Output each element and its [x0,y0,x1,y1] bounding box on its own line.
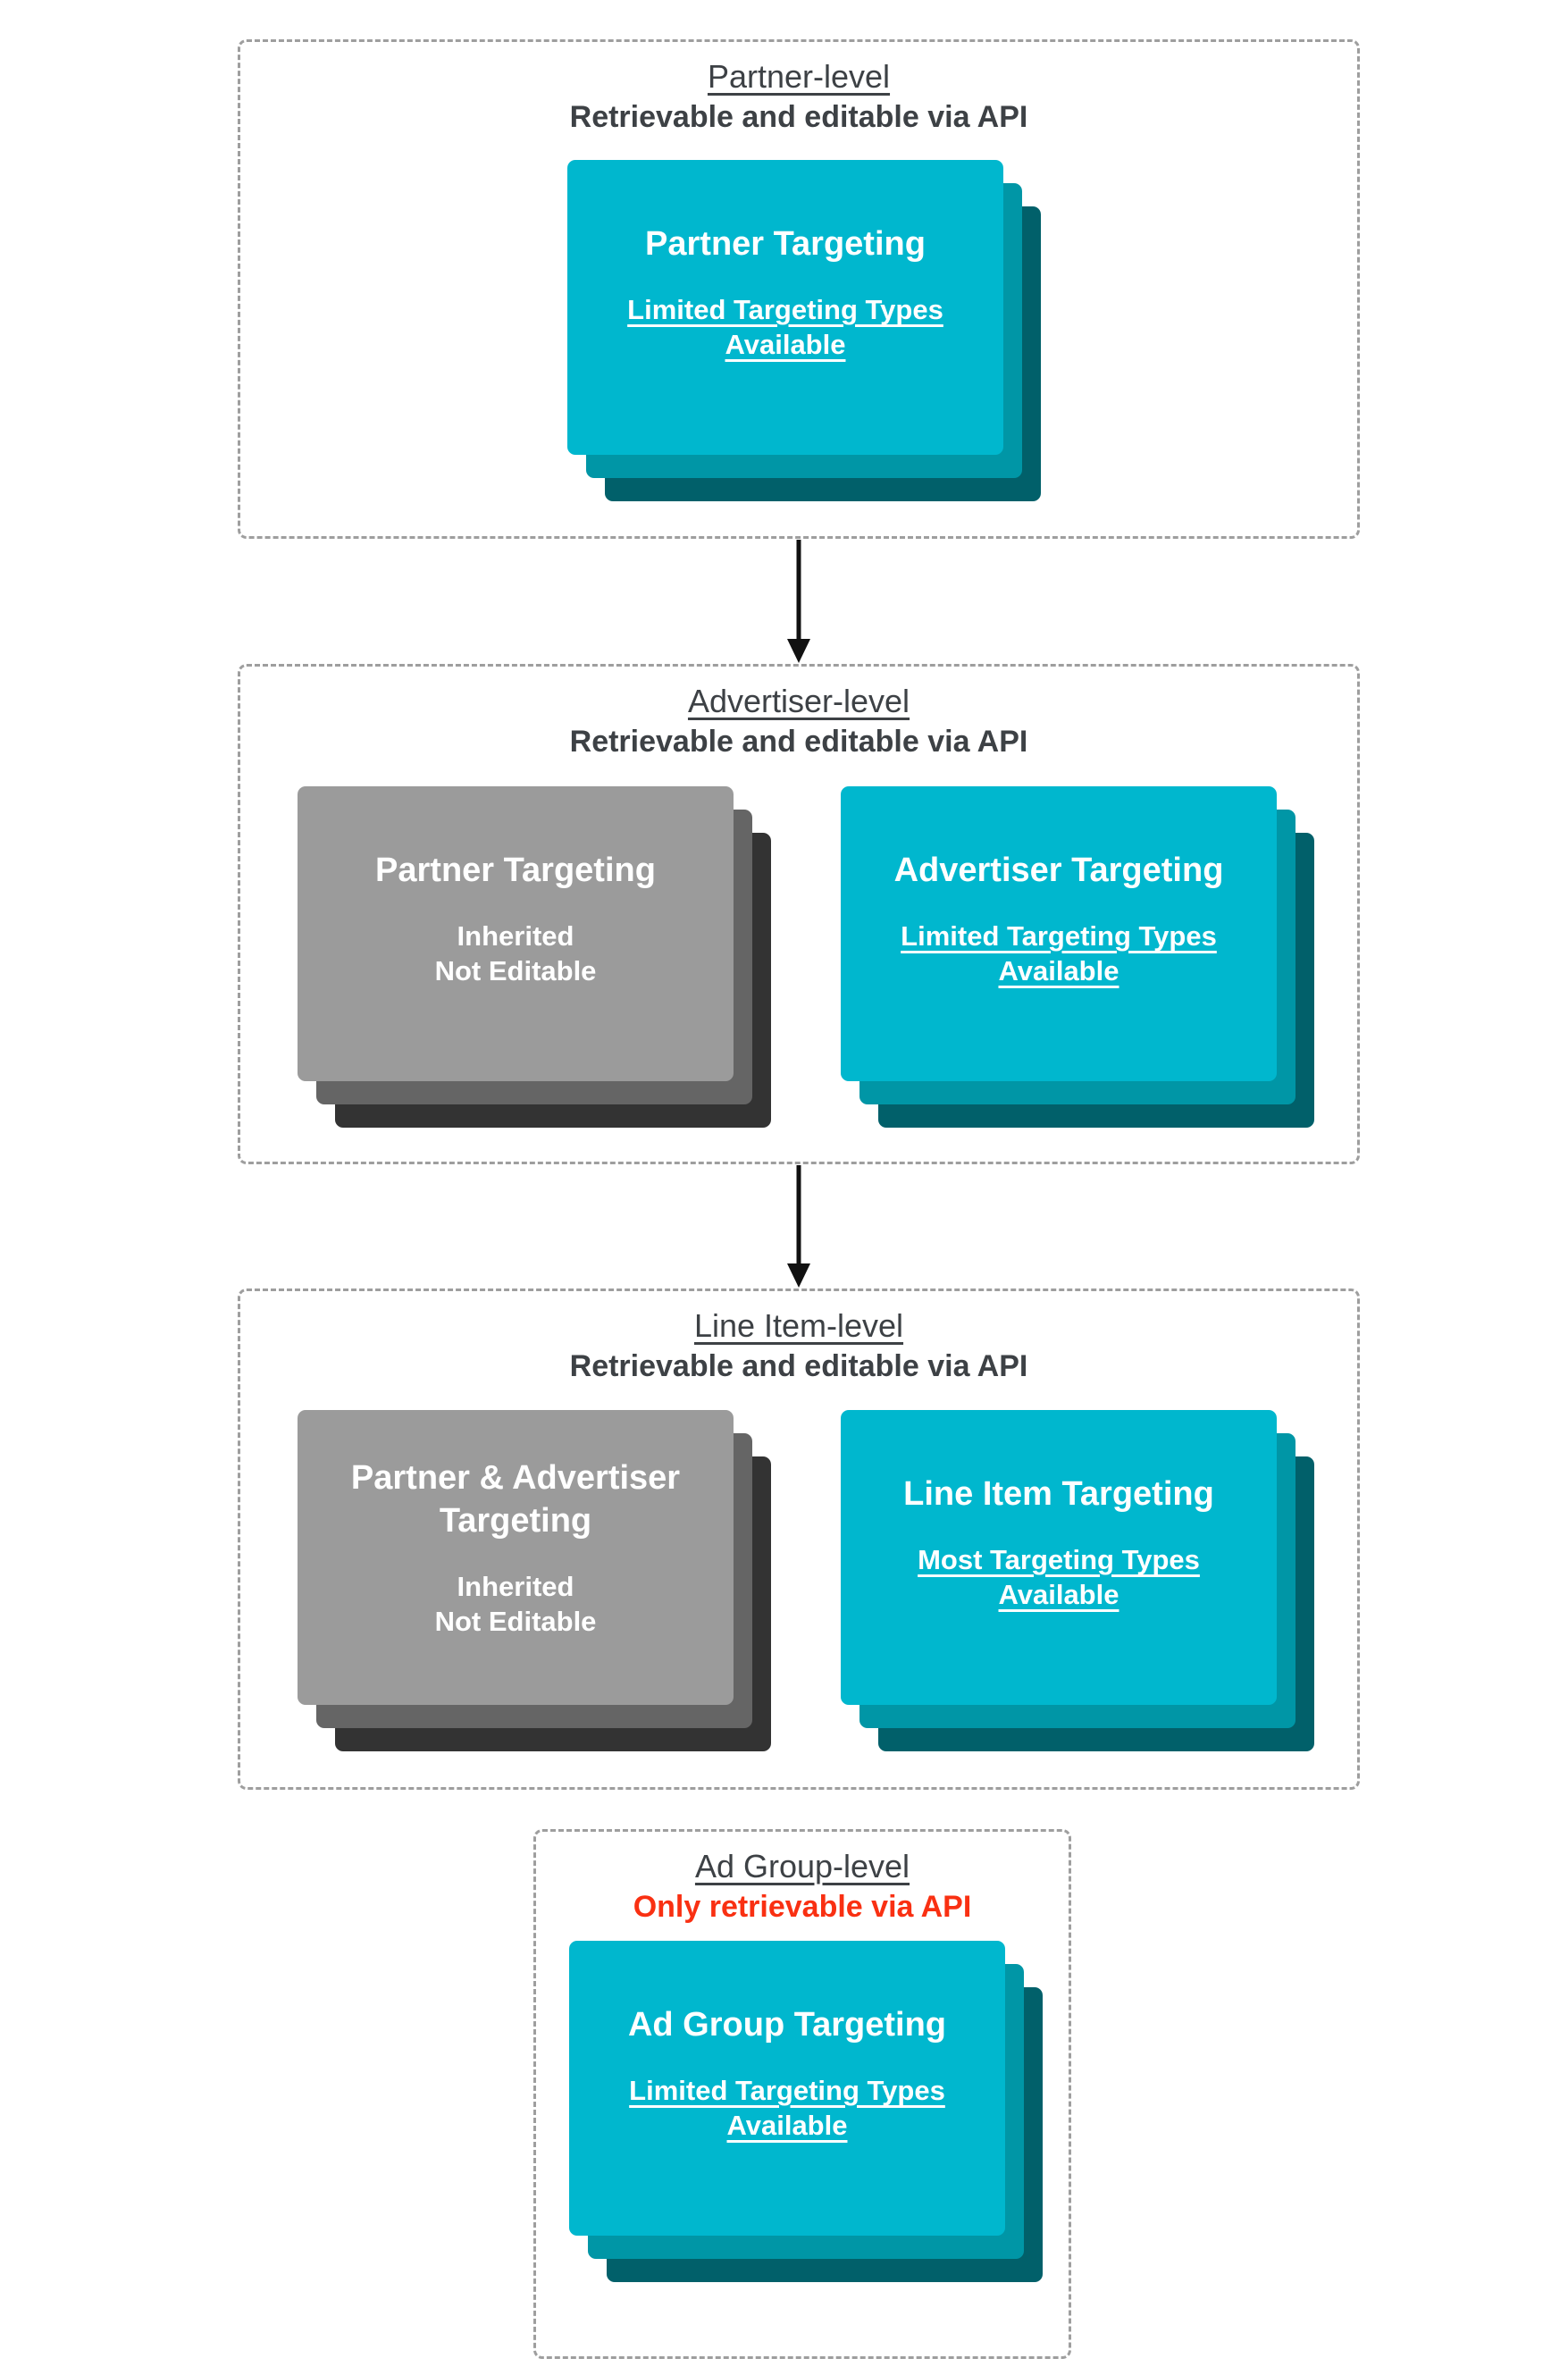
card-subtext-line: Available [725,329,846,360]
arrow-shaft [796,1165,801,1268]
arrow-head-icon [787,1263,810,1288]
card-title: Advertiser Targeting [859,849,1259,892]
card-stack-ad-group-targeting: Ad Group Targeting Limited Targeting Typ… [569,1941,1043,2282]
card-inherited-partner-targeting: Partner Targeting Inherited Not Editable [298,786,734,1081]
panel-title: Ad Group-level [694,1848,910,1884]
card-title: Line Item Targeting [859,1473,1259,1515]
card-ad-group-targeting: Ad Group Targeting Limited Targeting Typ… [569,1941,1005,2236]
card-subtext-line: Inherited [457,920,574,952]
card-subtext-line: Not Editable [434,1606,597,1637]
panel-title: Partner-level [707,58,891,95]
card-title-line: Targeting [439,1502,592,1540]
card-stack-advertiser-targeting: Advertiser Targeting Limited Targeting T… [841,786,1314,1128]
panel-subtitle: Retrievable and editable via API [569,725,1028,759]
panel-title: Advertiser-level [687,683,910,719]
panel-title: Line Item-level [693,1307,904,1344]
panel-subtitle: Retrievable and editable via API [569,100,1028,134]
flow-arrow-partner-to-advertiser [787,540,810,663]
card-title-line: Partner Targeting [645,225,926,263]
card-stack-inherited-partner-advertiser-targeting: Partner & Advertiser Targeting Inherited… [298,1410,771,1751]
panel-subtitle: Retrievable and editable via API [569,1349,1028,1383]
card-subtext-line: Available [998,1579,1119,1610]
card-subtext: Inherited Not Editable [315,1569,716,1639]
card-stack-inherited-partner-targeting: Partner Targeting Inherited Not Editable [298,786,771,1128]
card-subtext: Inherited Not Editable [315,919,716,988]
card-subtext-line: Available [726,2110,848,2141]
card-subtext-line: Not Editable [434,955,597,986]
card-partner-targeting: Partner Targeting Limited Targeting Type… [567,160,1003,455]
arrow-shaft [796,540,801,643]
card-subtext-line: Limited Targeting Types [629,2075,945,2106]
arrow-head-icon [787,639,810,663]
card-title: Ad Group Targeting [587,2003,987,2046]
card-stack-line-item-targeting: Line Item Targeting Most Targeting Types… [841,1410,1314,1751]
card-title-line: Advertiser Targeting [893,852,1224,889]
card-subtext: Limited Targeting Types Available [585,292,985,362]
card-inherited-partner-advertiser-targeting: Partner & Advertiser Targeting Inherited… [298,1410,734,1705]
card-subtext-line: Limited Targeting Types [901,920,1217,952]
card-stack-partner-targeting: Partner Targeting Limited Targeting Type… [567,160,1041,501]
card-subtext-line: Available [998,955,1119,986]
card-subtext-line: Inherited [457,1571,574,1602]
card-title-line: Line Item Targeting [903,1475,1214,1513]
card-title-line: Partner & Advertiser [350,1459,681,1497]
card-title: Partner & Advertiser Targeting [315,1456,716,1542]
card-title: Partner Targeting [315,849,716,892]
flow-arrow-advertiser-to-lineitem [787,1165,810,1288]
card-title-line: Partner Targeting [375,852,656,889]
card-title-line: Ad Group Targeting [627,2006,947,2044]
card-line-item-targeting: Line Item Targeting Most Targeting Types… [841,1410,1277,1705]
card-subtext: Limited Targeting Types Available [859,919,1259,988]
panel-subtitle-alert: Only retrievable via API [633,1890,972,1924]
card-subtext: Limited Targeting Types Available [587,2073,987,2143]
card-title: Partner Targeting [585,222,985,265]
card-subtext-line: Limited Targeting Types [627,294,943,325]
card-advertiser-targeting: Advertiser Targeting Limited Targeting T… [841,786,1277,1081]
card-subtext: Most Targeting Types Available [859,1542,1259,1612]
card-subtext-line: Most Targeting Types [918,1544,1200,1575]
